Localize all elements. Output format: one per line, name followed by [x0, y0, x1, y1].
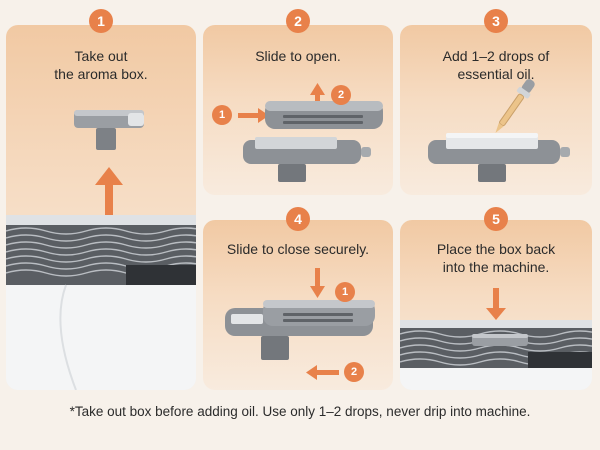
step-4-panel: Slide to close securely. 1 2 [203, 220, 393, 390]
machine-icon [6, 215, 196, 390]
add-oil-illustration [428, 79, 570, 182]
aroma-box-icon [74, 110, 144, 150]
step-2-marker-2: 2 [331, 85, 351, 105]
step-4-badge: 4 [286, 207, 310, 231]
footnote: *Take out box before adding oil. Use onl… [69, 404, 531, 419]
step-3-caption: Add 1–2 drops of essential oil. [442, 48, 550, 82]
step-2-marker-1: 1 [212, 105, 232, 125]
step-2-caption: Slide to open. [255, 48, 341, 64]
step-3-badge: 3 [484, 9, 508, 33]
step-4-caption: Slide to close securely. [226, 241, 370, 257]
arrow-up-icon [95, 167, 123, 215]
arrow-down-icon [493, 288, 499, 310]
aroma-cover-icon [265, 101, 383, 129]
arrow-left-icon [315, 370, 339, 375]
step-4-marker-2: 2 [344, 362, 364, 382]
step-1-panel: Take out the aroma box. [6, 25, 196, 390]
slide-open-illustration [238, 83, 383, 182]
step-1-caption: Take out the aroma box. [54, 48, 148, 82]
step-5-panel: Place the box back into the machine. [400, 220, 592, 390]
slide-close-illustration [225, 268, 375, 380]
insert-box-illustration [400, 288, 592, 390]
dropper-icon [495, 79, 535, 133]
step-5-caption: Place the box back into the machine. [436, 241, 556, 275]
aroma-tray-icon [428, 133, 570, 182]
step-5-badge: 5 [484, 207, 508, 231]
aroma-box-icon [472, 334, 528, 346]
step-1-badge: 1 [89, 9, 113, 33]
arrow-down-icon [315, 268, 320, 288]
step-4-marker-1: 1 [335, 282, 355, 302]
purifier-illustration [6, 110, 196, 390]
step-2-badge: 2 [286, 9, 310, 33]
machine-icon [400, 320, 592, 390]
step-3-panel: Add 1–2 drops of essential oil. [400, 25, 592, 195]
aroma-box-icon [225, 300, 375, 360]
arrow-right-icon [238, 113, 260, 118]
aroma-tray-icon [243, 137, 371, 182]
step-2-panel: Slide to open. 1 2 [203, 25, 393, 195]
